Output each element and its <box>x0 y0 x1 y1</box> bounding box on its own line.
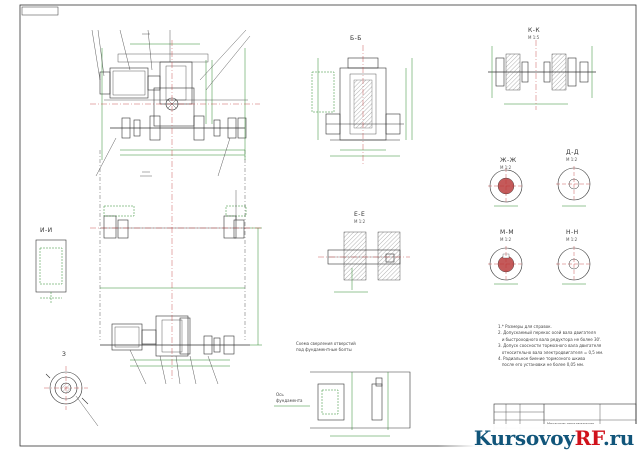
scale-label-k-k: М 1:5 <box>528 35 540 40</box>
section-label-zh-zh: Ж-Ж <box>500 157 517 164</box>
scale-label-n-n: М 1:2 <box>566 237 578 242</box>
section-k-k-view <box>488 53 596 91</box>
view-z-brake <box>45 371 99 427</box>
section-b-b-dimensions <box>311 58 413 157</box>
section-label-e-e: Е-Е <box>354 211 366 218</box>
drill-scheme-view <box>310 371 411 429</box>
scale-label-e-e: М 1:2 <box>354 219 366 224</box>
section-label-m-m: М-М <box>500 229 515 236</box>
section-b-b-view <box>325 57 404 141</box>
drawing-frame <box>19 4 637 447</box>
site-watermark: KursovoyRF.ru <box>438 424 640 452</box>
watermark-text: KursovoyRF.ru <box>473 426 634 450</box>
section-label-d-d: Д-Д <box>566 149 580 156</box>
section-zh-zh-view <box>488 168 524 207</box>
foundation-axis-label: Ось фундамента <box>276 392 303 404</box>
section-label-n-n: Н-Н <box>566 229 579 236</box>
section-label-b-b: Б-Б <box>350 35 362 42</box>
section-e-e-view <box>327 231 401 281</box>
scale-label-zh-zh: М 1:2 <box>500 165 512 170</box>
technical-requirements: 1.* Размеры для справок. 2. Допускаемый … <box>498 324 604 368</box>
view-z-centerlines <box>44 366 88 410</box>
plan-centerlines <box>90 40 262 380</box>
scale-label-d-d: М 1:2 <box>566 157 578 162</box>
view-label-z: З <box>62 351 67 358</box>
plan-leaders <box>91 29 251 385</box>
plan-view <box>99 53 250 357</box>
drill-scheme-dimensions <box>274 372 390 437</box>
section-e-e-dimensions <box>334 268 368 293</box>
drill-scheme-caption: Схема сверления отверстий под фундаментн… <box>296 341 356 353</box>
section-label-k-k: К-К <box>528 27 541 34</box>
section-d-d-view <box>556 166 592 207</box>
section-m-m-view <box>488 246 524 285</box>
section-i-i-dimensions <box>39 247 63 304</box>
scale-label-m-m: М 1:2 <box>500 237 512 242</box>
section-n-n-view <box>556 246 592 285</box>
section-label-i-i: И-И <box>40 227 53 234</box>
